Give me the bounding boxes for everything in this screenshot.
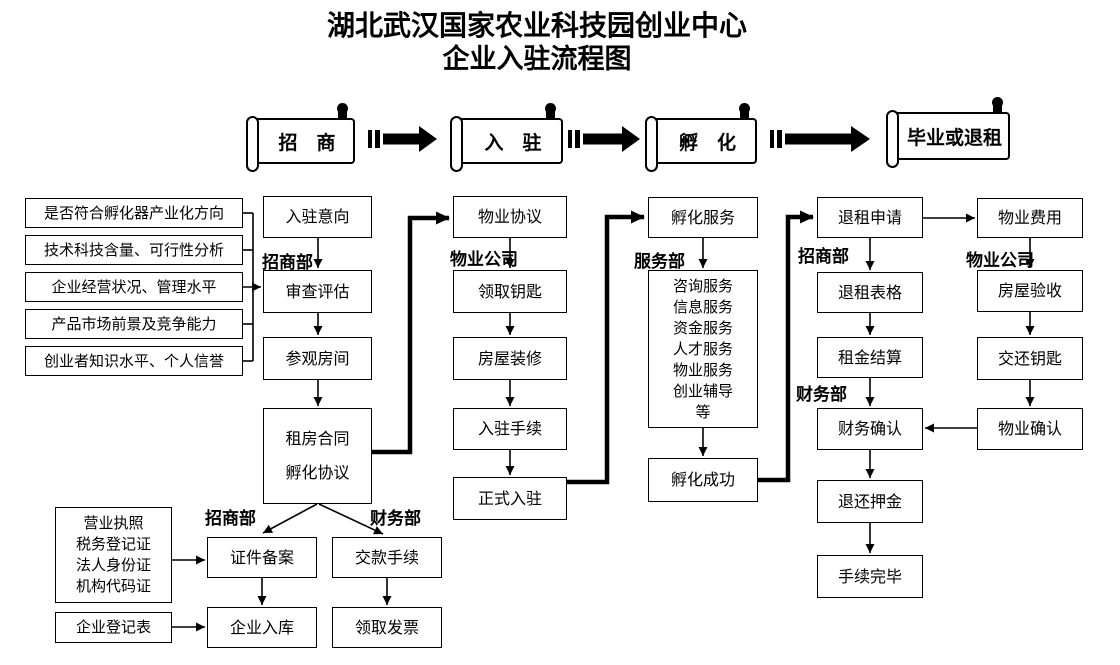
dept-label-investment-3: 招商部 [205,509,256,529]
receive-invoice-box: 领取发票 [332,607,442,648]
exit-form-box: 退租表格 [817,272,923,313]
service-item: 等 [695,402,711,421]
stage-banner-incubation: 孵 化 [645,103,757,172]
property-fee-box: 物业费用 [977,198,1083,238]
services-list-box: 咨询服务 信息服务 资金服务 人才服务 物业服务 创业辅导 等 [648,270,758,428]
certificates-box: 营业执照 税务登记证 法人身份证 机构代码证 [55,507,172,603]
title-line-1: 湖北武汉国家农业科技园创业中心 [326,9,747,42]
contract-line-2: 孵化协议 [285,463,350,483]
exit-application-box: 退租申请 [817,197,923,238]
receive-keys-box: 领取钥匙 [453,270,567,313]
stage-banner-graduation: 毕业或退租 [886,97,1010,168]
criteria-box-3: 企业经营状况、管理水平 [25,272,243,302]
scroll-body [888,112,1010,160]
scroll-roll-icon [246,116,259,172]
stage-label-investment: 招 商 [278,131,336,154]
service-item: 咨询服务 [672,276,733,295]
banner-arrow-1 [368,126,437,152]
scroll-knob-icon [545,103,556,123]
stage-banner-move-in: 入 驻 [450,103,563,172]
document-filing-box: 证件备案 [207,537,317,578]
incubation-service-box: 孵化服务 [648,197,758,238]
rent-settlement-box: 租金结算 [817,337,923,378]
service-item: 物业服务 [672,360,733,379]
title-line-2: 企业入驻流程图 [442,44,632,75]
property-agreement-box: 物业协议 [453,196,567,238]
service-item: 资金服务 [672,318,733,337]
service-item: 人才服务 [672,339,733,358]
banner-arrow-2 [568,126,640,152]
certificate-item: 税务登记证 [75,535,151,553]
payment-procedure-box: 交款手续 [332,537,442,578]
service-item: 信息服务 [672,297,733,316]
scroll-knob-icon [992,97,1003,117]
incubation-success-box: 孵化成功 [648,458,758,502]
deposit-refund-box: 退还押金 [817,480,923,523]
banner-arrow-3 [770,126,870,152]
registration-form-box: 企业登记表 [55,612,172,643]
stage-label-incubation: 孵 化 [678,131,736,154]
visit-rooms-box: 参观房间 [263,337,372,380]
dept-label-property-2: 物业公司 [966,251,1034,271]
criteria-box-1: 是否符合孵化器产业化方向 [25,198,243,228]
scroll-roll-icon [886,110,899,168]
stage-label-graduation: 毕业或退租 [906,126,1002,149]
certificate-item: 营业执照 [83,514,144,532]
contract-box: 租房合同 孵化协议 [263,408,372,504]
enterprise-storage-box: 企业入库 [207,607,317,648]
dept-label-investment-2: 招商部 [798,247,849,267]
scroll-roll-icon [645,116,658,172]
scroll-body [647,118,757,164]
certificate-item: 机构代码证 [75,577,151,595]
official-entry-box: 正式入驻 [453,477,567,520]
criteria-box-5: 创业者知识水平、个人信誉 [25,346,243,376]
return-keys-box: 交还钥匙 [977,337,1083,380]
scroll-knob-icon [337,103,348,123]
entry-procedures-box: 入驻手续 [453,408,567,450]
scroll-knob-icon [739,103,750,123]
scroll-body [452,118,563,164]
stage-connectors [372,210,814,485]
finance-confirm-box: 财务确认 [817,408,923,450]
service-item: 创业辅导 [672,381,733,400]
stage-banner-investment: 招 商 [246,103,355,172]
entry-intention-box: 入驻意向 [263,196,372,238]
stage-label-move-in: 入 驻 [484,131,542,154]
dept-label-finance-2: 财务部 [370,509,421,529]
procedure-complete-box: 手续完毕 [817,555,923,598]
house-inspection-box: 房屋验收 [977,270,1083,312]
step-arrows [172,213,1035,632]
criteria-merge-lines [243,212,261,362]
renovation-box: 房屋装修 [453,337,567,380]
dept-label-finance-1: 财务部 [796,385,847,405]
property-confirm-box: 物业确认 [977,408,1083,450]
scroll-roll-icon [450,116,463,172]
contract-line-1: 租房合同 [285,428,350,448]
dept-label-property-1: 物业公司 [450,250,518,270]
criteria-box-4: 产品市场前景及竞争能力 [25,309,243,339]
certificate-item: 法人身份证 [75,556,151,574]
page-title: 湖北武汉国家农业科技园创业中心 企业入驻流程图 [0,8,1074,76]
dept-label-service: 服务部 [634,252,685,272]
dept-label-investment-1: 招商部 [262,253,313,273]
review-evaluation-box: 审查评估 [263,270,372,313]
criteria-box-2: 技术科技含量、可行性分析 [25,235,243,265]
